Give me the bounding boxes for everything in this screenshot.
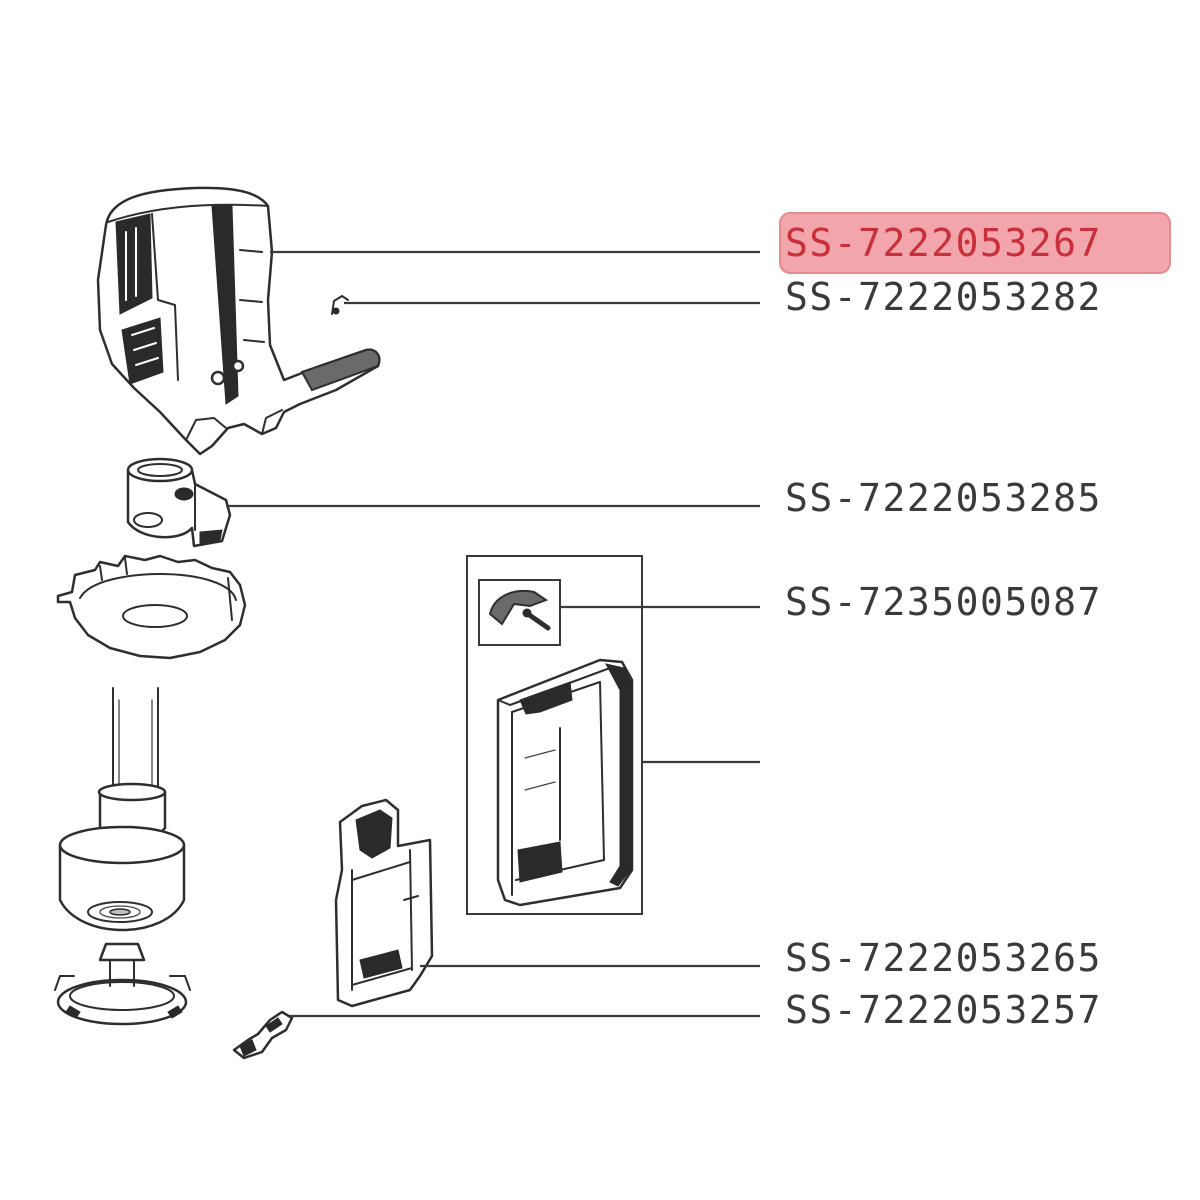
bracket-part (334, 798, 434, 1008)
kit-frame (466, 555, 643, 915)
pin-part (331, 295, 349, 315)
part-number-label-pin: SS-7222053282 (785, 275, 1102, 319)
fastener-set-part (488, 590, 551, 631)
small-clip-part (232, 1010, 294, 1060)
selected-part-highlight (779, 212, 1171, 274)
retaining-ring-part (54, 942, 191, 1026)
collar-knob-part (126, 457, 232, 548)
part-number-label-bracket: SS-7222053265 (785, 936, 1102, 980)
leader-lines (226, 250, 760, 1018)
part-number-label-collar: SS-7222053285 (785, 476, 1102, 520)
part-number-label-fastener: SS-7235005087 (785, 580, 1102, 624)
battery-pack-part (496, 658, 634, 907)
gasket-ring-part (56, 554, 247, 660)
part-number-label-clip: SS-7222053257 (785, 988, 1102, 1032)
part-number-label-housing: SS-7222053267 (785, 221, 1102, 265)
top-housing-part (96, 186, 381, 456)
blade-shaft-part (58, 687, 186, 932)
